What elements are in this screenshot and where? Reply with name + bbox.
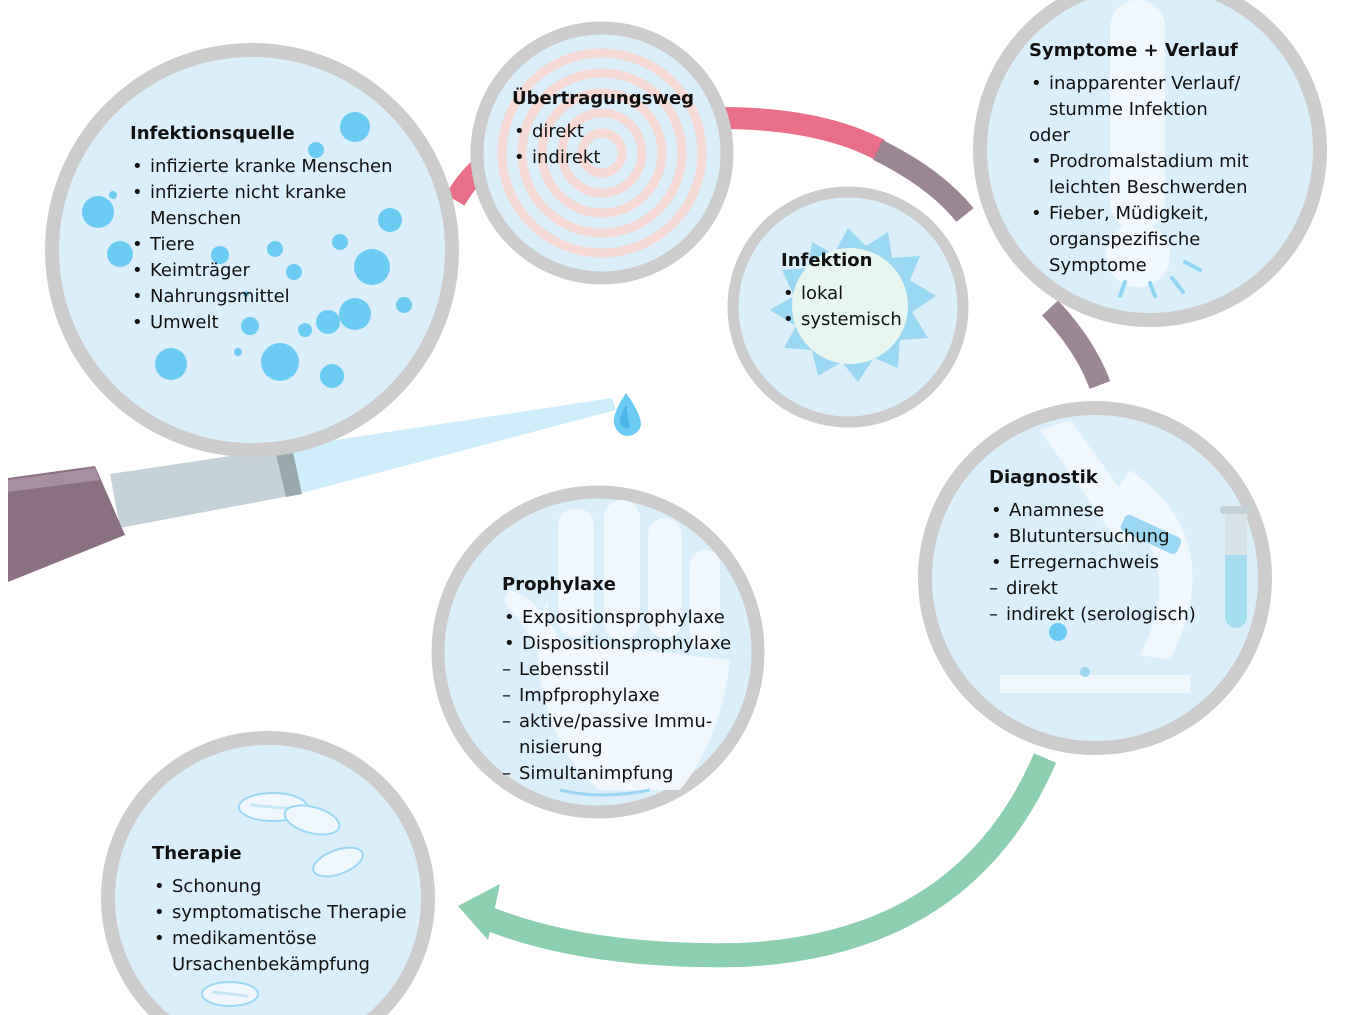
node-title: Symptome + Verlauf: [1029, 40, 1238, 61]
list-item: Anamnese: [989, 498, 1239, 524]
sub-list-item: indirekt (serologisch): [989, 602, 1239, 628]
list-item: inapparenter Verlauf/ stumme Infektion: [1029, 71, 1279, 123]
node-uebertragungsweg: Übertragungsweg direkt indirekt: [512, 87, 712, 171]
list-item: Dispositionsprophylaxe: [502, 631, 752, 657]
list-item: symptomatische Therapie: [152, 900, 432, 926]
list-item: Tiere: [130, 232, 420, 258]
list-item: infizierte nicht kranke Menschen: [130, 180, 420, 232]
arc-uebertragung-to-symptome: [719, 107, 886, 160]
sub-list-item: direkt: [989, 576, 1239, 602]
node-prophylaxe: Prophylaxe Expositionsprophylaxe Disposi…: [502, 573, 752, 787]
list-item: Keimträger: [130, 258, 420, 284]
list-item: Expositionsprophylaxe: [502, 605, 752, 631]
node-title: Übertragungsweg: [512, 88, 695, 109]
sub-list-item: Lebensstil: [502, 657, 752, 683]
node-title: Infektion: [781, 250, 873, 271]
connector-text: oder: [1029, 125, 1070, 146]
list-item: indirekt: [512, 145, 712, 171]
list-item: direkt: [512, 119, 712, 145]
sub-list-item: Simultanimpfung: [502, 761, 752, 787]
node-title: Infektionsquelle: [130, 123, 295, 144]
pipette-illustration: [8, 393, 641, 582]
node-symptome: Symptome + Verlauf inapparenter Verlauf/…: [1029, 39, 1279, 279]
arc-diagnostik-to-therapie: [475, 753, 1057, 968]
list-item: Schonung: [152, 874, 432, 900]
list-item: medikamentöse Ursachenbekämpfung: [152, 926, 432, 978]
list-item: Prodromalstadium mit leichten Beschwerde…: [1029, 149, 1279, 201]
arrowhead-therapie: [458, 884, 500, 940]
node-infektionsquelle: Infektionsquelle infizierte kranke Mensc…: [130, 122, 420, 336]
list-item: infizierte kranke Menschen: [130, 154, 420, 180]
list-item: Erregernachweis: [989, 550, 1239, 576]
node-diagnostik: Diagnostik Anamnese Blutuntersuchung Err…: [989, 466, 1239, 628]
list-item: Nahrungsmittel: [130, 284, 420, 310]
sub-list-item: aktive/passive Immu-nisierung: [502, 709, 729, 761]
list-item: systemisch: [781, 307, 921, 333]
node-therapie: Therapie Schonung symptomatische Therapi…: [152, 842, 432, 978]
node-title: Prophylaxe: [502, 574, 617, 595]
node-title: Diagnostik: [989, 467, 1098, 488]
list-item: Fieber, Müdigkeit, organspezifische Symp…: [1029, 201, 1279, 279]
list-item: lokal: [781, 281, 921, 307]
node-title: Therapie: [152, 843, 242, 864]
node-infektion: Infektion lokal systemisch: [781, 249, 921, 333]
sub-list-item: Impfprophylaxe: [502, 683, 752, 709]
arc-symptome-to-diagnostik: [1041, 300, 1111, 390]
list-item: Blutuntersuchung: [989, 524, 1239, 550]
list-item: Umwelt: [130, 310, 420, 336]
arc-symptome-mauve: [873, 140, 974, 223]
